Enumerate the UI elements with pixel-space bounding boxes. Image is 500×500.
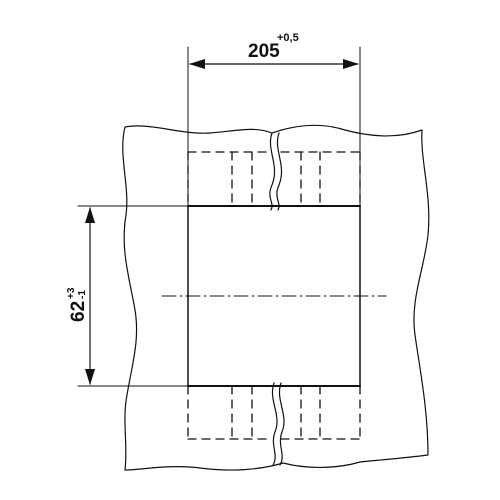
break-line-bottom [272, 382, 285, 466]
height-dimension-tolerance-upper: +3 [66, 287, 77, 299]
panel-outline [122, 124, 430, 471]
height-arrow-bottom [85, 369, 95, 385]
width-dimension-tolerance: +0,5 [277, 32, 299, 44]
width-dimension-value: 205 [248, 41, 280, 62]
height-arrow-top [85, 207, 95, 223]
height-dimension-tolerance-lower: -1 [77, 290, 88, 299]
break-line-top [269, 132, 283, 211]
hidden-module-bottom [187, 385, 361, 440]
width-arrow-right [343, 59, 359, 69]
width-arrow-left [189, 59, 205, 69]
height-dimension-value: 62 [68, 301, 89, 322]
